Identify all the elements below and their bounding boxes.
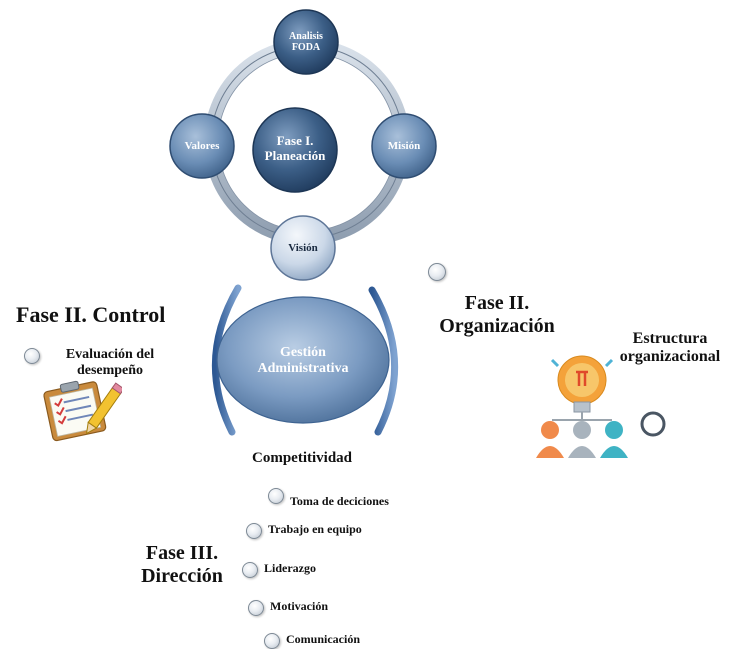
item-liderazgo: Liderazgo: [264, 561, 316, 575]
clipboard-checklist-icon: [30, 376, 122, 448]
node-label-analisis-foda: Analisis FODA: [289, 30, 323, 54]
left-bracket: [211, 284, 242, 436]
right-bracket: [368, 286, 399, 436]
evaluacion-label: Evaluación del desempeño: [65, 346, 155, 378]
item-comunicacion: Comunicación: [286, 632, 361, 646]
phase2-organizacion-title: Fase II. Organización: [439, 292, 555, 337]
competitividad-label: Competitividad: [252, 450, 353, 466]
bullet-icon: [428, 263, 446, 281]
node-label-mision: Misión: [387, 139, 421, 152]
node-vision: [270, 215, 336, 281]
organization-people-icon: [530, 350, 630, 462]
node-label-vision: Visión: [288, 241, 318, 254]
phase1-center-label: Fase I. Planeación: [264, 133, 326, 163]
node-valores: [169, 113, 235, 179]
bullet-icon: [242, 562, 258, 578]
outline-circle: [640, 411, 666, 437]
node-analisis-foda: [273, 9, 339, 75]
item-trabajo-equipo: Trabajo en equipo: [268, 522, 362, 536]
bullet-icon: [248, 600, 264, 616]
phase1-center-node: [252, 107, 338, 193]
node-mision: [371, 113, 437, 179]
node-label-valores: Valores: [184, 139, 220, 152]
bullet-icon: [24, 348, 40, 364]
phase3-title: Fase III. Dirección: [141, 542, 223, 587]
phase2-control-title: Fase II. Control: [16, 302, 166, 327]
item-motivacion: Motivación: [270, 599, 328, 613]
core-label: Gestión Administrativa: [257, 344, 349, 376]
estructura-label: Estructura organizacional: [619, 329, 721, 365]
core-ellipse: [216, 296, 390, 424]
bullet-icon: [246, 523, 262, 539]
bullet-icon: [264, 633, 280, 649]
bullet-icon: [268, 488, 284, 504]
item-toma-decisiones: Toma de deciciones: [290, 494, 389, 508]
